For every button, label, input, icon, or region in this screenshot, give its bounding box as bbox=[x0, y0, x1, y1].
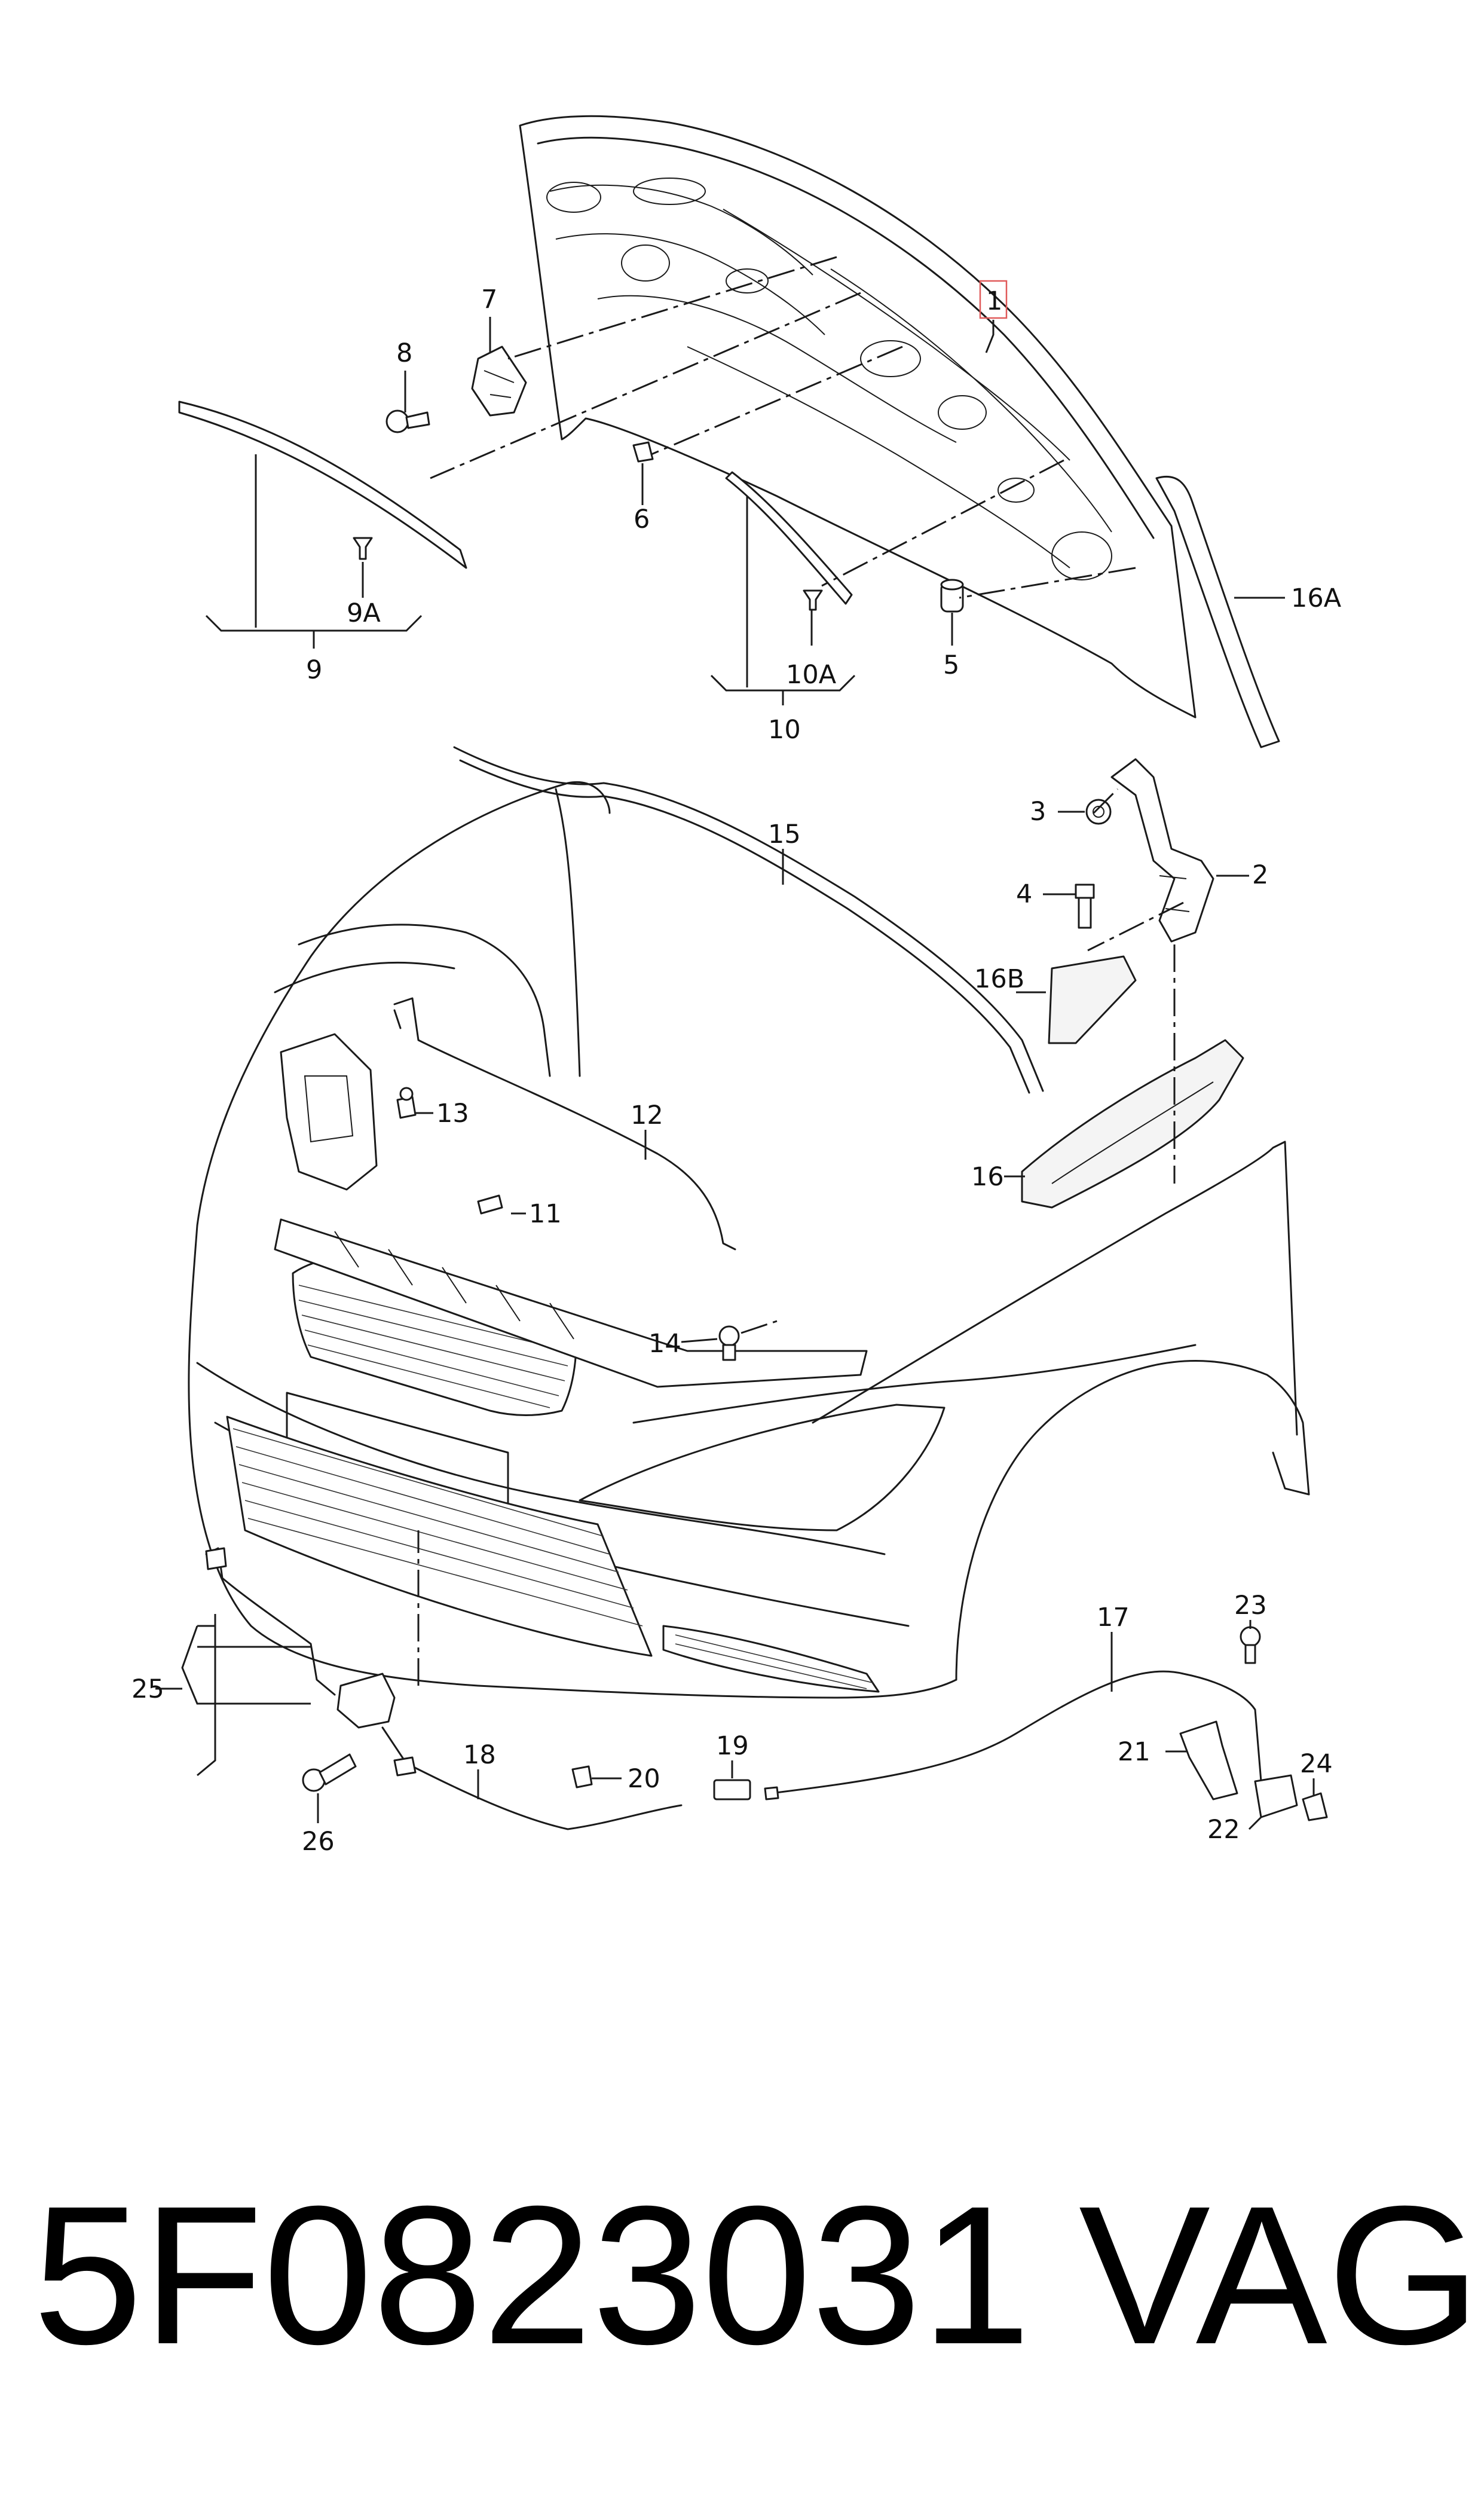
callout-20: 20 bbox=[628, 1764, 660, 1794]
callout-3: 3 bbox=[1030, 797, 1046, 827]
buffer-5 bbox=[940, 579, 964, 613]
callout-9A: 9A bbox=[347, 598, 381, 628]
rivet-9A bbox=[353, 537, 373, 560]
callout-24: 24 bbox=[1300, 1749, 1333, 1779]
callout-16B: 16B bbox=[974, 964, 1024, 994]
hood-support-rod-12 bbox=[393, 997, 736, 1251]
clip-13 bbox=[396, 1087, 417, 1119]
bonnet-panel bbox=[519, 115, 1197, 719]
callout-1-highlight bbox=[979, 280, 1008, 319]
clip-24 bbox=[1302, 1792, 1328, 1821]
callout-16: 16 bbox=[971, 1162, 1004, 1192]
cable-connector-19 bbox=[713, 1779, 751, 1800]
callout-18: 18 bbox=[463, 1740, 496, 1770]
lock-carrier bbox=[274, 1033, 868, 1388]
seal-block-16B bbox=[1048, 955, 1137, 1044]
callout-5: 5 bbox=[943, 650, 959, 680]
release-cable-18 bbox=[381, 1726, 683, 1830]
seal-15 bbox=[453, 746, 1044, 1094]
hood-hinge-2 bbox=[1110, 758, 1214, 943]
retainer-6 bbox=[632, 441, 654, 463]
callout-9: 9 bbox=[306, 655, 322, 685]
callout-17: 17 bbox=[1097, 1603, 1130, 1633]
screw-26 bbox=[302, 1753, 357, 1792]
callout-1: 1 bbox=[986, 286, 1002, 316]
seal-strip-9 bbox=[178, 401, 467, 569]
brand-label: VAG bbox=[1079, 2165, 1480, 2385]
callout-6: 6 bbox=[634, 505, 650, 534]
screw-23 bbox=[1240, 1626, 1261, 1664]
bracket-16 bbox=[1021, 1039, 1244, 1209]
callout-13: 13 bbox=[436, 1099, 469, 1129]
callout-16A: 16A bbox=[1291, 583, 1342, 613]
callout-10A: 10A bbox=[786, 660, 837, 690]
callout-19: 19 bbox=[716, 1731, 749, 1761]
seal-strip-16A bbox=[1155, 475, 1280, 748]
clip-14 bbox=[718, 1325, 740, 1361]
callout-2: 2 bbox=[1252, 860, 1268, 890]
hood-clip-7 bbox=[471, 346, 527, 417]
callout-25: 25 bbox=[131, 1674, 164, 1704]
cable-clip-20 bbox=[571, 1765, 593, 1789]
release-handle-21 bbox=[1179, 1720, 1238, 1800]
assembly-lines bbox=[417, 256, 1184, 1686]
callout-11: 11 bbox=[529, 1199, 562, 1229]
leader-lines bbox=[155, 317, 1315, 1830]
callout-10: 10 bbox=[768, 715, 801, 745]
callout-22: 22 bbox=[1207, 1815, 1240, 1845]
callout-15: 15 bbox=[768, 820, 801, 849]
callout-7: 7 bbox=[481, 285, 497, 314]
nut-3 bbox=[1085, 799, 1112, 825]
lower-grille bbox=[226, 1416, 653, 1657]
callout-14: 14 bbox=[648, 1329, 681, 1359]
callout-8: 8 bbox=[396, 338, 412, 368]
hood-lock bbox=[336, 1673, 396, 1729]
part-number: 5F0823031 bbox=[33, 2165, 1031, 2385]
callout-labels: 1 2 3 4 5 6 7 8 9 9A 10 10A 11 12 13 14 … bbox=[131, 280, 1342, 1857]
release-cable-17 bbox=[764, 1670, 1262, 1800]
callout-12: 12 bbox=[631, 1100, 663, 1130]
clip-11 bbox=[477, 1194, 503, 1215]
callout-21: 21 bbox=[1118, 1737, 1151, 1767]
screw-8 bbox=[385, 409, 430, 433]
callout-4: 4 bbox=[1016, 879, 1032, 909]
callout-26: 26 bbox=[302, 1827, 335, 1857]
hood-lock-harness-25 bbox=[205, 1547, 336, 1696]
seal-strip-10 bbox=[725, 471, 853, 605]
callout-23: 23 bbox=[1234, 1591, 1267, 1621]
bracket-22 bbox=[1254, 1774, 1298, 1818]
bolt-4 bbox=[1075, 883, 1095, 929]
rivet-10A bbox=[803, 589, 823, 611]
